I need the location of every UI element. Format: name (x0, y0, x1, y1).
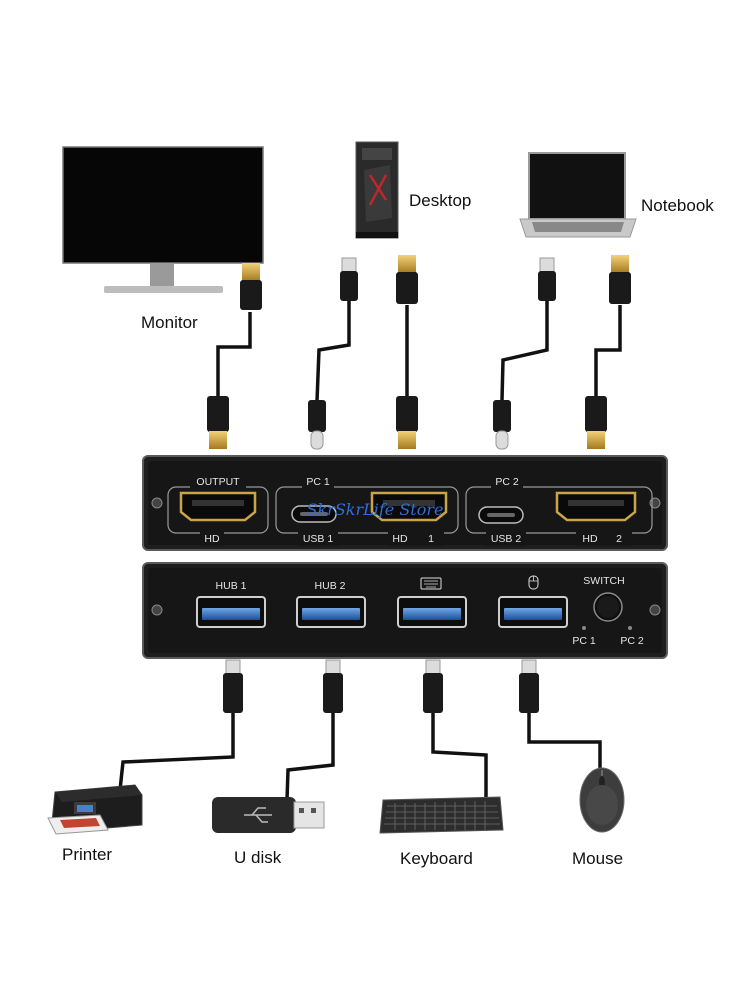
hdmi-plug (396, 255, 418, 304)
screw-icon (650, 605, 660, 615)
pc2-led-label: PC 2 (620, 635, 644, 647)
pc1-hd-number: 1 (428, 533, 434, 545)
pc2-label: PC 2 (495, 476, 519, 488)
hub2-label: HUB 2 (315, 580, 346, 592)
pc1-label: PC 1 (306, 476, 330, 488)
pc2-hd-label: HD (582, 533, 598, 545)
hdmi-plug (207, 396, 229, 449)
monitor-device (63, 147, 263, 293)
screw-icon (152, 605, 162, 615)
usb-keyboard-port (398, 597, 466, 627)
output-hd-label: HD (204, 533, 220, 545)
output-label: OUTPUT (196, 476, 240, 488)
top-cables (218, 300, 620, 401)
pc2-led-icon (628, 626, 632, 630)
screw-icon (152, 498, 162, 508)
hdmi-plug (585, 396, 607, 449)
keyboard-device (380, 797, 503, 833)
pc1-led-icon (582, 626, 586, 630)
hdmi-plug (609, 255, 631, 304)
hdmi-plug (396, 396, 418, 449)
pc1-led-label: PC 1 (572, 635, 596, 647)
udisk-device (212, 797, 324, 833)
usb-plug (323, 660, 343, 713)
udisk-label: U disk (234, 848, 281, 868)
switch-button[interactable] (594, 593, 622, 621)
notebook-label: Notebook (641, 196, 714, 216)
usb-plug (538, 258, 556, 301)
desktop-label: Desktop (409, 191, 471, 211)
switch-label: SWITCH (583, 575, 624, 587)
printer-label: Printer (62, 845, 112, 865)
usb-hub1-port (197, 597, 265, 627)
notebook-device (520, 153, 636, 237)
usb-plug (223, 660, 243, 713)
pc1-hd-label: HD (392, 533, 408, 545)
pc2-hd-number: 2 (616, 533, 622, 545)
mouse-label: Mouse (572, 849, 623, 869)
mouse-device (580, 768, 624, 832)
hub1-label: HUB 1 (216, 580, 247, 592)
monitor-label: Monitor (141, 313, 198, 333)
usb-mouse-port (499, 597, 567, 627)
usb-plug (340, 258, 358, 301)
usb-plug (423, 660, 443, 713)
hdmi-output-port (181, 493, 255, 520)
hdmi-pc2-port (557, 493, 635, 520)
kvm-bottom-panel: HUB 1 HUB 2 SWITCH (143, 563, 667, 658)
bottom-cables (120, 712, 600, 800)
pc1-usb-label: USB 1 (303, 533, 334, 545)
keyboard-label: Keyboard (400, 849, 473, 869)
hdmi-plug (240, 263, 262, 310)
usb-c-pc2-port (479, 507, 523, 523)
store-watermark: SkrSkrLife Store (307, 500, 444, 519)
desktop-device (356, 142, 398, 238)
usb-c-plug (493, 400, 511, 449)
printer-device (48, 785, 142, 834)
usb-hub2-port (297, 597, 365, 627)
pc2-usb-label: USB 2 (491, 533, 522, 545)
usb-plug (519, 660, 539, 713)
usb-c-plug (308, 400, 326, 449)
